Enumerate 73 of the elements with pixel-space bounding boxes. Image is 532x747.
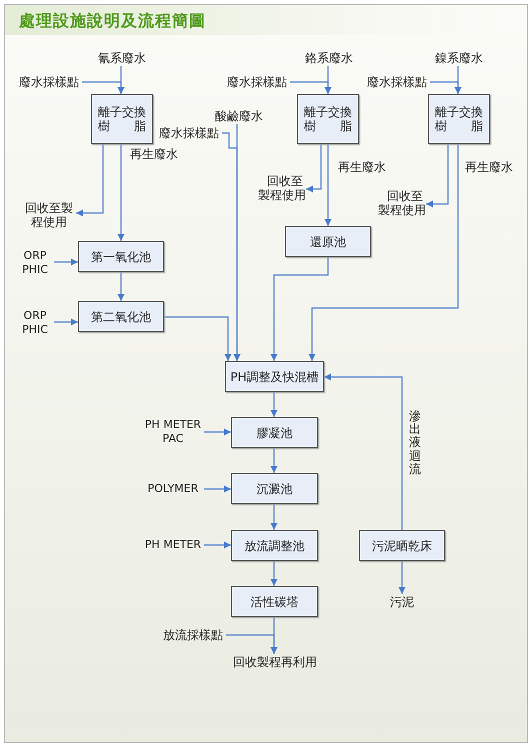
process-box [231,530,318,561]
edge-label: 再生廢水 [130,147,178,161]
process-box [428,94,490,144]
process-box [225,361,324,392]
box-label: 離子交換樹脂 [304,105,352,133]
flow-arrow [54,318,78,326]
flow-label: 回收至製程使用 [258,174,306,204]
box-label: 膠凝池 [256,426,292,440]
diagram-title: 處理設施說明及流程簡圖 [19,11,206,32]
flow-arrow [426,144,449,208]
flow-arrow [270,448,278,473]
flow-label: 廢水採樣點 [16,74,82,90]
process-box [297,94,359,144]
flow-label: POLYMER [142,481,204,497]
box-label: 離子交換樹脂 [435,105,483,133]
edge-label: 再生廢水 [338,160,386,174]
flow-arrow [164,316,232,361]
flow-arrow [270,504,278,530]
box-label: 活性碳塔 [250,594,298,608]
flow-label: 氰系廢水 [91,50,153,66]
flow-arrow [226,634,278,654]
flow-label: 廢水採樣點 [364,74,430,90]
flow-arrow [82,81,124,94]
box-label: 第一氧化池 [91,250,151,264]
process-box [91,94,153,144]
process-box [78,241,164,272]
flow-arrow [270,257,329,361]
process-box [231,473,318,504]
box-label: 污泥晒乾床 [372,538,432,552]
flow-arrow [270,561,278,586]
flow-label: 回收至製程使用 [22,200,76,230]
flow-arrow [76,144,104,216]
box-label: 放流調整池 [244,538,304,552]
flow-arrow [290,81,332,94]
flow-arrow [308,144,459,361]
process-box [78,301,164,332]
process-box [285,226,371,257]
flow-label: PH METER PAC [142,418,204,446]
flow-arrow [118,144,124,241]
flow-arrow [270,392,278,417]
flow-label: PH METER [142,537,204,553]
box-label: PH調整及快混槽 [230,370,319,384]
flow-arrow [324,144,332,226]
box-label: 還原池 [310,234,346,248]
flow-label: ORP PHIC [16,249,54,277]
flow-arrow [222,132,240,361]
flow-label: 廢水採樣點 [156,125,222,141]
flow-label: 廢水採樣點 [224,74,290,90]
flow-label: 回收至製程使用 [378,189,426,219]
box-label: 離子交換樹脂 [98,105,146,133]
flow-label: 回收製程再利用 [224,654,326,670]
flow-arrow [118,272,124,301]
process-box [231,417,318,448]
process-box [231,586,318,617]
edge-label: 再生廢水 [465,160,513,174]
flow-arrow [324,374,403,530]
flow-arrow [430,81,462,94]
flow-label: 污泥 [386,594,418,610]
flow-label: ORP PHIC [16,309,54,337]
flow-label: 鉻系廢水 [298,50,360,66]
edge-label: 滲出液迴流 [409,410,421,476]
flow-arrow [204,428,231,436]
process-box [359,530,445,561]
flow-arrow [398,561,406,594]
flow-arrow [204,486,231,492]
flow-arrow [204,542,231,548]
flow-label: 酸鹼廢水 [210,108,268,124]
flow-arrow [54,258,78,266]
flow-label: 鎳系廢水 [428,50,490,66]
box-label: 沉澱池 [256,482,292,496]
flow-label: 放流採樣點 [160,627,226,643]
flow-arrow [306,144,322,192]
box-label: 第二氧化池 [91,310,151,324]
